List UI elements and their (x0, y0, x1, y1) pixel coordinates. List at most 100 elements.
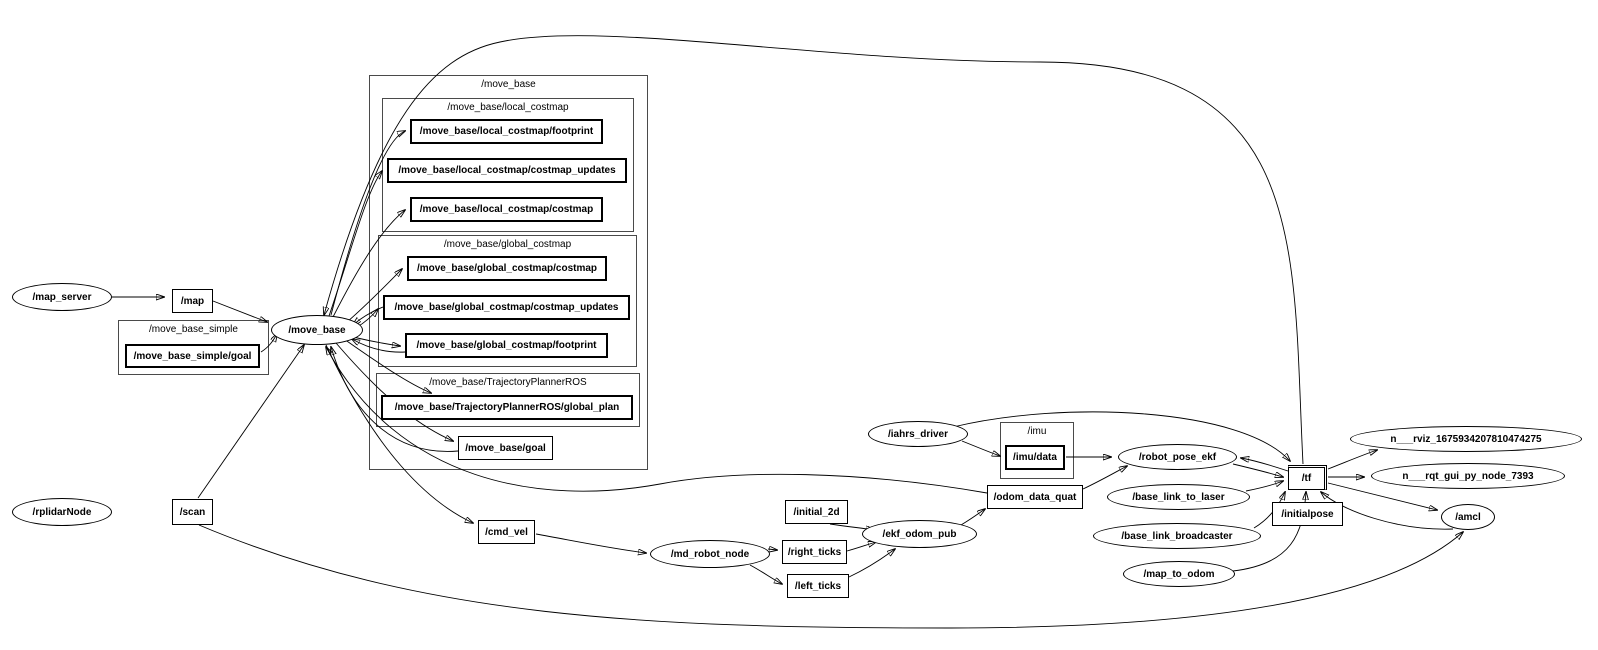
topic-global-costmap-costmap: /move_base/global_costmap/costmap (407, 256, 607, 281)
node-map-server: /map_server (12, 283, 112, 311)
edge-map-move_base (212, 300, 267, 322)
node-rplidar-node: /rplidarNode (12, 498, 112, 526)
edge-robot_pose_ekf-tf (1232, 463, 1283, 477)
cluster-trajectory-planner: /move_base/TrajectoryPlannerROS (376, 373, 640, 427)
node-robot-pose-ekf: /robot_pose_ekf (1118, 444, 1237, 470)
node-base-link-broadcaster: /base_link_broadcaster (1093, 523, 1261, 549)
cluster-move-base-simple-label: /move_base_simple (149, 324, 238, 335)
node-robot-pose-ekf-label: /robot_pose_ekf (1138, 451, 1217, 463)
node-move-base-label: /move_base (288, 324, 346, 336)
edge-odom_data_quat-robot_pose_ekf (1082, 466, 1127, 490)
topic-initialpose: /initialpose (1272, 502, 1343, 526)
topic-tf-label: /tf (1301, 473, 1312, 484)
topic-global-costmap-footprint-label: /move_base/global_costmap/footprint (416, 340, 597, 351)
node-amcl-label: /amcl (1455, 511, 1481, 523)
cluster-global-costmap: /move_base/global_costmap (378, 235, 637, 367)
node-rqt-gui-py-node-label: n___rqt_gui_py_node_7393 (1402, 470, 1534, 482)
topic-cmd-vel: /cmd_vel (478, 520, 535, 544)
topic-initialpose-label: /initialpose (1281, 508, 1334, 520)
cluster-move-base: /move_base (369, 75, 648, 470)
topic-imu-data: /imu/data (1005, 445, 1065, 470)
node-base-link-to-laser: /base_link_to_laser (1107, 484, 1250, 510)
edge-move_base-global_plan (343, 338, 431, 393)
topic-imu-data-label: /imu/data (1013, 452, 1057, 463)
topic-move-base-simple-goal: /move_base_simple/goal (125, 344, 260, 368)
topic-global-costmap-footprint: /move_base/global_costmap/footprint (405, 333, 608, 358)
topic-right-ticks-label: /right_ticks (787, 546, 842, 558)
topic-initial-2d: /initial_2d (785, 500, 848, 524)
edge-mbs_goal-move_base (260, 334, 277, 353)
edge-base_link_to_laser-tf (1245, 481, 1283, 492)
edge-iahrs_driver-imu_data (961, 440, 1000, 456)
cluster-global-costmap-label: /move_base/global_costmap (443, 239, 572, 250)
topic-scan: /scan (172, 499, 213, 525)
edge-left_ticks-ekf_odom_pub (848, 549, 895, 578)
cluster-move-base-label: /move_base (481, 79, 536, 90)
topic-local-costmap-footprint: /move_base/local_costmap/footprint (410, 119, 603, 144)
topic-map-label: /map (180, 295, 205, 307)
node-ekf-odom-pub-label: /ekf_odom_pub (882, 528, 957, 540)
node-ekf-odom-pub: /ekf_odom_pub (862, 520, 977, 548)
edge-scan-move_base (197, 345, 304, 499)
edge-scan-amcl (198, 524, 1463, 629)
node-base-link-to-laser-label: /base_link_to_laser (1132, 491, 1225, 503)
node-md-robot-node: /md_robot_node (650, 540, 770, 568)
topic-global-costmap-updates-label: /move_base/global_costmap/costmap_update… (394, 302, 619, 313)
edge-gc_footprint-move_base (352, 339, 406, 353)
topic-local-costmap-updates-label: /move_base/local_costmap/costmap_updates (398, 165, 616, 176)
edge-move_base-lc_updates (328, 171, 382, 317)
topic-left-ticks-label: /left_ticks (794, 580, 842, 592)
edge-move_base-gc_footprint (352, 336, 400, 346)
topic-initial-2d-label: /initial_2d (793, 506, 840, 518)
edge-cmd_vel-md_robot_node (535, 533, 646, 553)
node-iahrs-driver: /iahrs_driver (868, 421, 968, 447)
node-amcl: /amcl (1441, 504, 1495, 530)
edge-move_base-gc_costmap (346, 269, 402, 323)
node-map-to-odom-label: /map_to_odom (1143, 568, 1215, 580)
topic-odom-data-quat: /odom_data_quat (987, 485, 1083, 509)
node-rqt-gui-py-node: n___rqt_gui_py_node_7393 (1371, 463, 1565, 489)
topic-odom-data-quat-label: /odom_data_quat (993, 491, 1077, 503)
edge-md_robot_node-left_ticks (749, 564, 782, 584)
topic-left-ticks: /left_ticks (787, 574, 849, 598)
edge-tf-move_base (324, 35, 1304, 465)
edge-right_ticks-ekf_odom_pub (846, 542, 876, 552)
topic-local-costmap-costmap: /move_base/local_costmap/costmap (410, 197, 603, 222)
topic-cmd-vel-label: /cmd_vel (485, 526, 528, 538)
cluster-trajectory-planner-label: /move_base/TrajectoryPlannerROS (429, 377, 587, 388)
edge-amcl-tf (1321, 492, 1454, 530)
topic-local-costmap-footprint-label: /move_base/local_costmap/footprint (419, 126, 594, 137)
node-iahrs-driver-label: /iahrs_driver (887, 428, 949, 440)
cluster-local-costmap: /move_base/local_costmap (382, 98, 634, 232)
cluster-move-base-simple: /move_base_simple (118, 320, 269, 375)
topic-move-base-goal-label: /move_base/goal (465, 442, 546, 454)
topic-move-base-simple-goal-label: /move_base_simple/goal (133, 350, 252, 362)
edge-tf-robot_pose_ekf (1241, 458, 1289, 472)
edge-odom_data_quat-move_base (326, 347, 988, 494)
topic-scan-label: /scan (179, 506, 206, 518)
topic-map: /map (172, 289, 213, 313)
node-md-robot-node-label: /md_robot_node (670, 548, 750, 560)
topic-global-costmap-updates: /move_base/global_costmap/costmap_update… (383, 295, 630, 320)
node-map-to-odom: /map_to_odom (1123, 561, 1235, 587)
edge-move_base-lc_costmap (332, 210, 405, 318)
topic-right-ticks: /right_ticks (782, 540, 847, 564)
cluster-imu-label: /imu (1027, 426, 1047, 437)
node-base-link-broadcaster-label: /base_link_broadcaster (1121, 530, 1233, 542)
topic-move-base-goal: /move_base/goal (458, 436, 553, 460)
edge-move_base-cmd_vel (325, 344, 473, 523)
node-move-base: /move_base (271, 315, 363, 345)
node-rviz-label: n___rviz_1675934207810474275 (1390, 433, 1542, 445)
topic-global-costmap-costmap-label: /move_base/global_costmap/costmap (416, 263, 598, 274)
topic-tf: /tf (1288, 465, 1327, 490)
edge-iahrs_driver-tf (952, 411, 1290, 461)
edge-ekf_odom_pub-odom_data_quat (960, 509, 985, 526)
topic-global-plan-label: /move_base/TrajectoryPlannerROS/global_p… (394, 402, 620, 413)
node-rviz: n___rviz_1675934207810474275 (1350, 426, 1582, 452)
topic-local-costmap-updates: /move_base/local_costmap/costmap_updates (387, 158, 627, 183)
topic-global-plan: /move_base/TrajectoryPlannerROS/global_p… (381, 395, 633, 420)
edge-tf-amcl (1327, 482, 1437, 510)
topic-local-costmap-costmap-label: /move_base/local_costmap/costmap (419, 204, 594, 215)
node-map-server-label: /map_server (32, 291, 92, 303)
